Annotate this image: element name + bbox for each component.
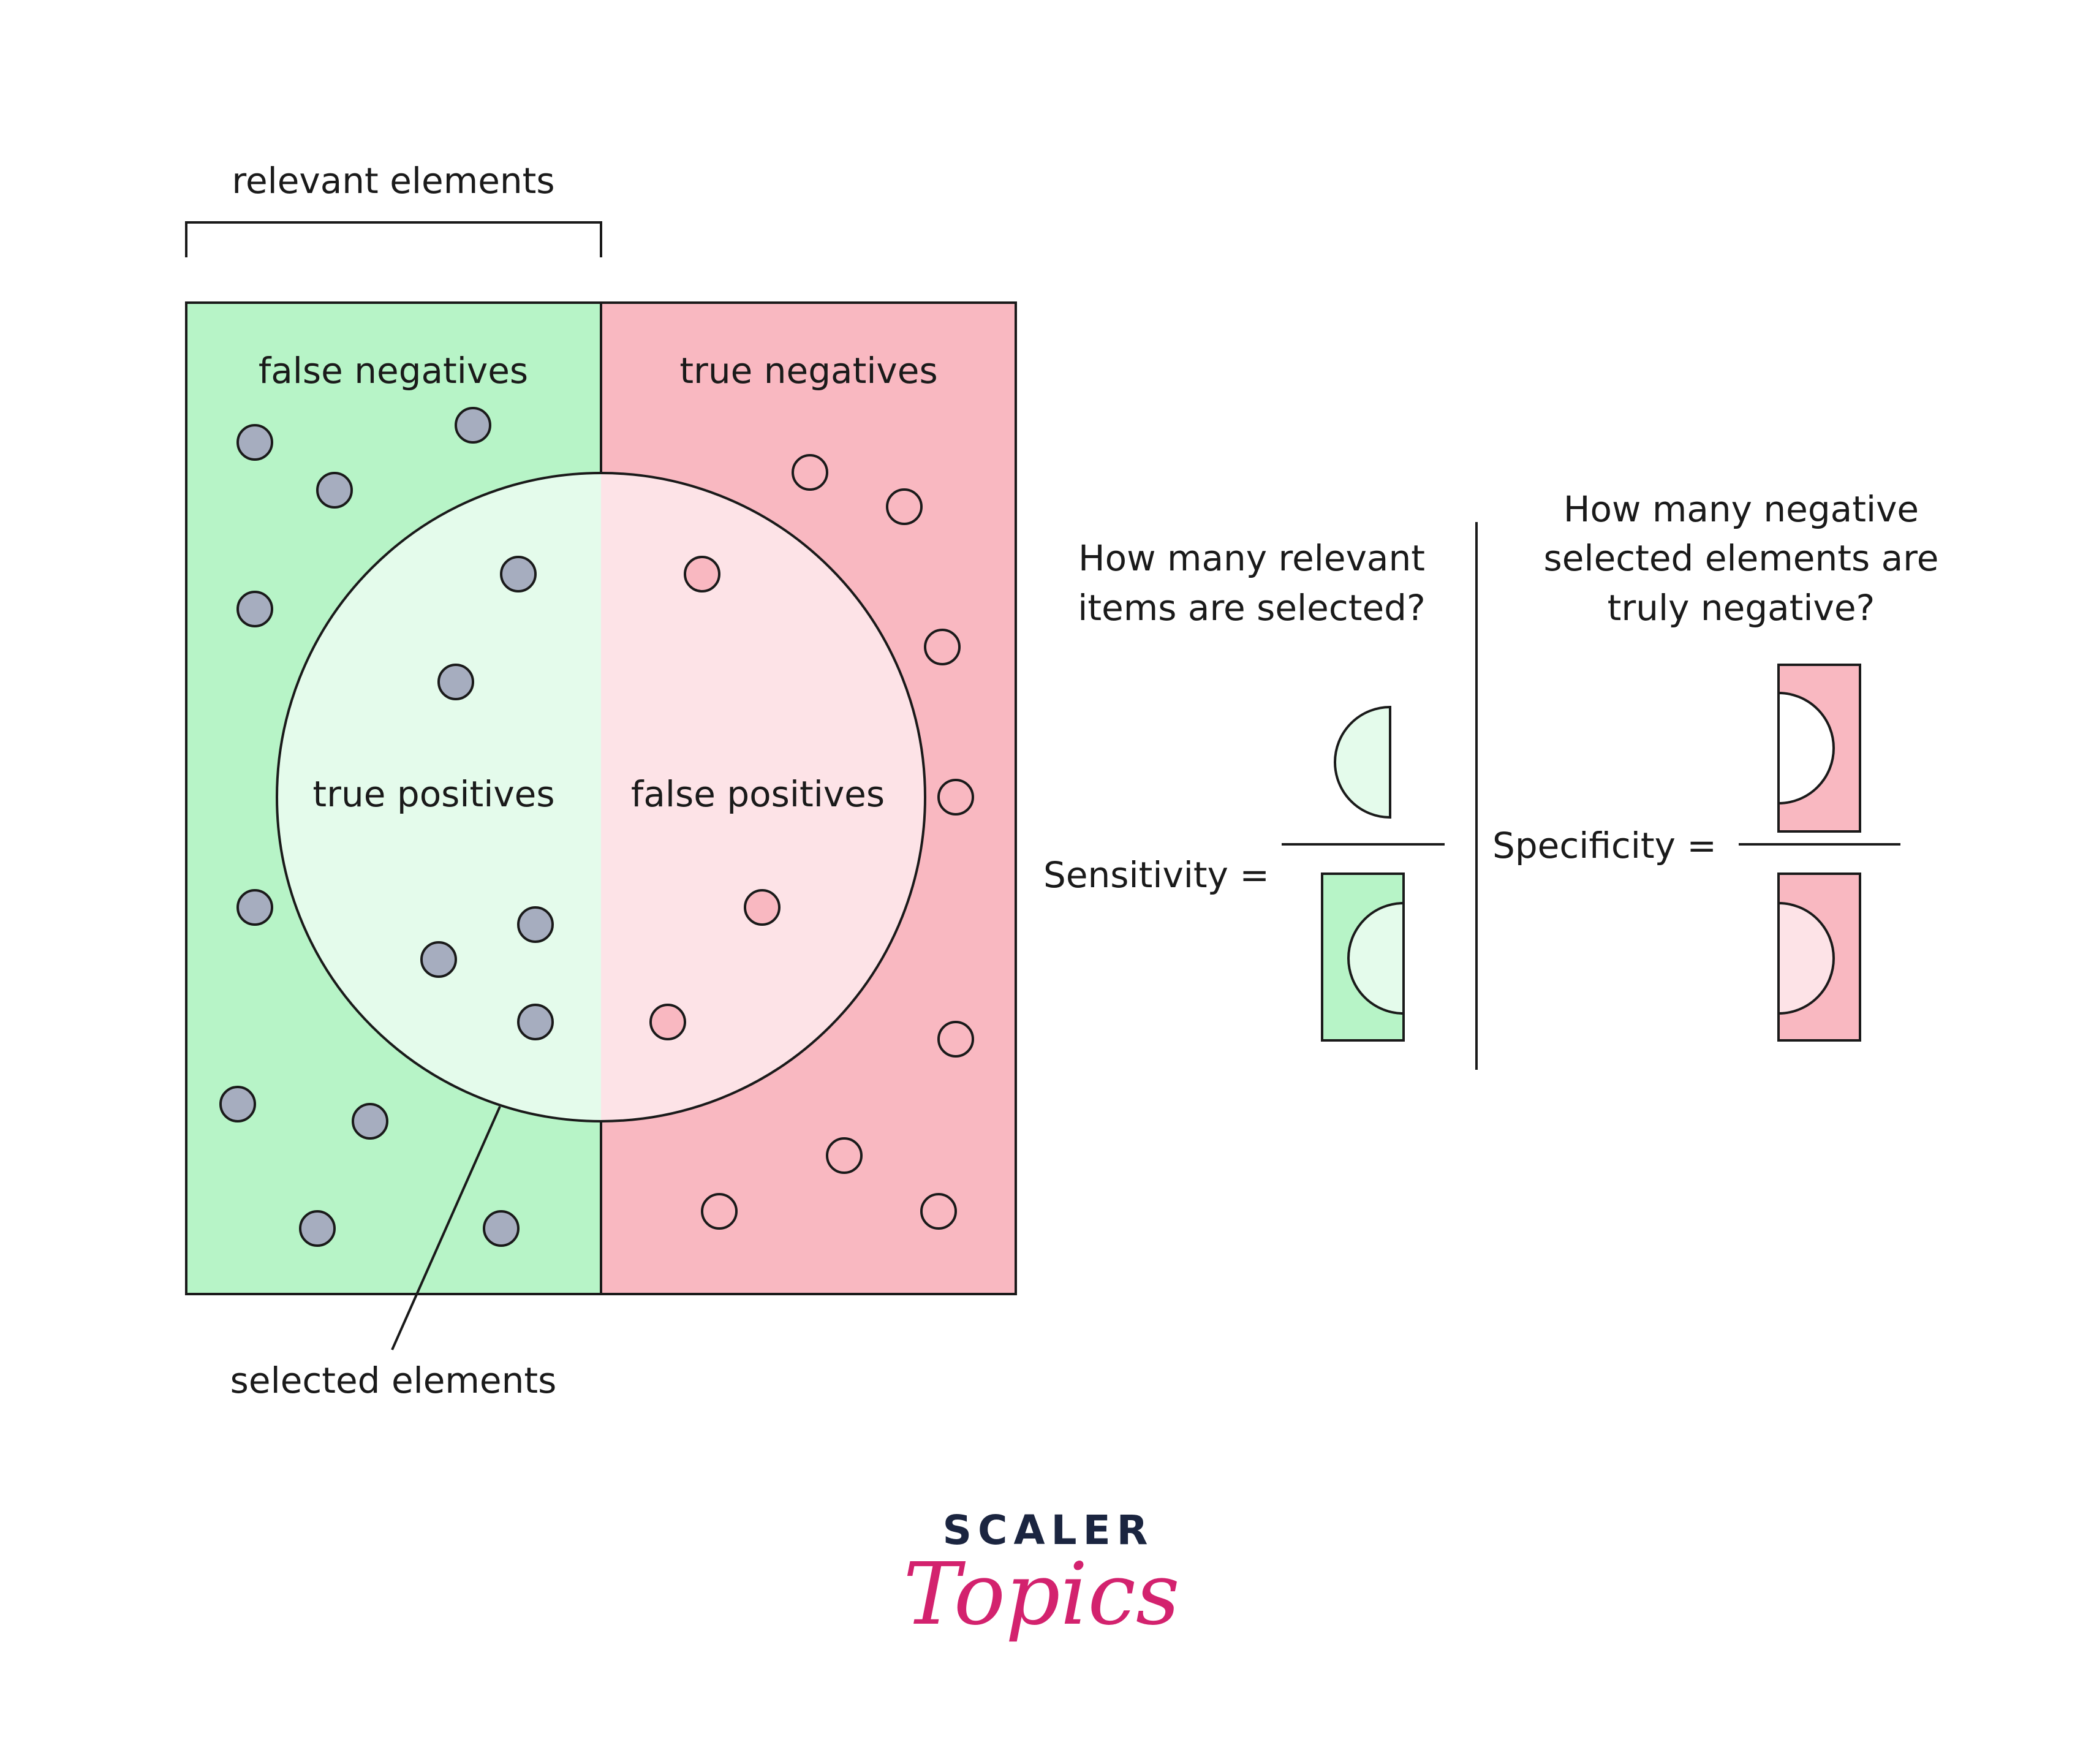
relevant-dot [483, 1210, 520, 1247]
specificity-label: Specificity = [1492, 825, 1717, 866]
relevant-dot [236, 889, 273, 926]
specificity-question-line3: truly negative? [1608, 587, 1875, 629]
sensitivity-numerator-tp-half [1334, 705, 1391, 819]
specificity-question-line2: selected elements are [1544, 537, 1939, 579]
false-positives-label: false positives [631, 773, 885, 815]
selected-elements-pointer [391, 1106, 501, 1350]
negative-dot [744, 889, 781, 926]
relevant-dot [455, 407, 491, 444]
selected-elements-label: selected elements [230, 1360, 557, 1401]
specificity-denominator-fp-half [1777, 901, 1835, 1015]
relevant-dot [500, 556, 537, 592]
sensitivity-denominator-tp-half [1347, 901, 1405, 1015]
negative-dot [792, 454, 828, 491]
specificity-question-line1: How many negative [1563, 488, 1919, 530]
sensitivity-question-line1: How many relevant [1078, 537, 1425, 579]
relevant-dot [236, 591, 273, 627]
negative-dot [920, 1193, 957, 1230]
relevant-dot [437, 664, 474, 700]
negative-dot [684, 556, 720, 592]
relevant-elements-label: relevant elements [232, 160, 554, 202]
negative-dot [826, 1137, 863, 1174]
negative-dot [701, 1193, 738, 1230]
relevant-dot [236, 424, 273, 461]
false-positives-half [601, 473, 925, 1121]
negative-dot [886, 488, 923, 525]
relevant-dot [517, 906, 554, 943]
relevant-dot [219, 1086, 256, 1122]
true-positives-label: true positives [312, 773, 554, 815]
specificity-numerator-selected-cutout [1777, 691, 1835, 805]
relevant-dots [219, 407, 554, 1247]
sensitivity-question-line2: items are selected? [1078, 587, 1426, 629]
false-negatives-label: false negatives [259, 350, 528, 392]
scaler-logo-wordmark: SCALER [942, 1507, 1154, 1554]
negative-dot [937, 779, 974, 816]
relevant-dot [316, 472, 353, 509]
relevant-dot [352, 1103, 388, 1140]
topics-logo-script: Topics [903, 1545, 1179, 1645]
negative-dot [649, 1004, 686, 1040]
negative-dot [924, 629, 961, 665]
negative-dot [937, 1021, 974, 1058]
negative-dots [649, 454, 974, 1230]
true-negatives-label: true negatives [679, 350, 937, 392]
relevant-dot [517, 1004, 554, 1040]
relevant-dot [299, 1210, 336, 1247]
relevant-dot [420, 941, 457, 978]
relevant-elements-bracket [185, 221, 602, 257]
true-positives-half [277, 473, 601, 1121]
sensitivity-label: Sensitivity = [1043, 854, 1269, 896]
